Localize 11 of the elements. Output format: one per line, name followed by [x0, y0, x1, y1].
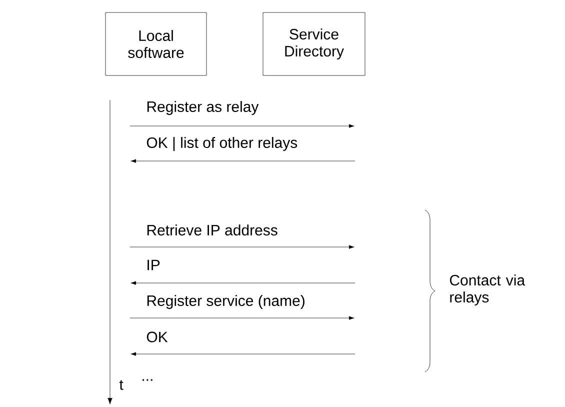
- message-label: Retrieve IP address: [147, 224, 278, 236]
- participant-box: Local software: [105, 12, 207, 76]
- message-label: Register as relay: [147, 101, 259, 115]
- message-label: Register service (name): [147, 295, 304, 309]
- axis-label: t: [119, 380, 124, 390]
- message-label: IP: [148, 260, 160, 270]
- message-label: OK: [146, 332, 168, 342]
- brace-label: Contact via relays: [450, 274, 526, 306]
- message-label: OK | list of other relays: [146, 136, 298, 152]
- participant-box: Service Directory: [262, 12, 366, 76]
- ellipsis: ...: [142, 379, 152, 381]
